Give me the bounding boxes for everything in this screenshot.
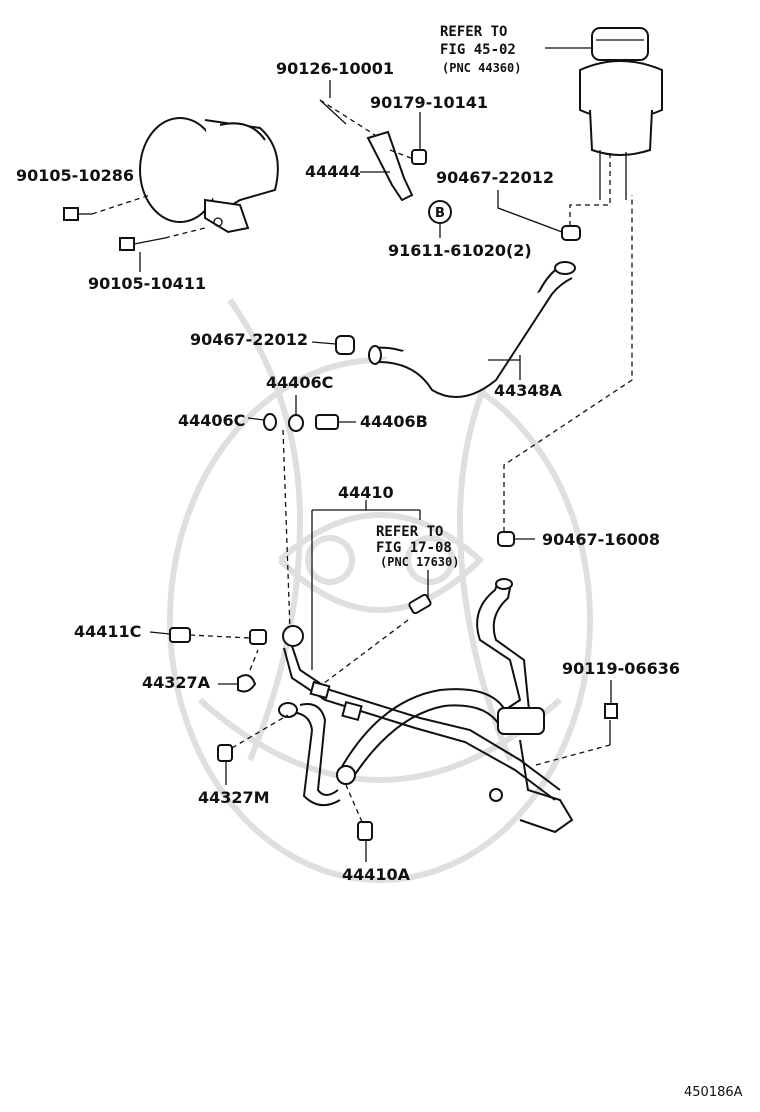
clamp-44327A-icon bbox=[218, 649, 259, 693]
ref-top-line1: REFER TO bbox=[440, 24, 507, 40]
label-44410: 44410 bbox=[338, 483, 394, 502]
label-44327A: 44327A bbox=[142, 673, 211, 692]
hose-44348A bbox=[368, 261, 576, 398]
pressure-switch-icon bbox=[314, 570, 432, 691]
bracket-44444 bbox=[319, 99, 417, 202]
label-90119-06636: 90119-06636 bbox=[562, 659, 680, 678]
figure-id: 450186A bbox=[684, 1085, 743, 1100]
nut-90179-icon bbox=[411, 112, 427, 165]
label-90105-10286: 90105-10286 bbox=[16, 166, 134, 185]
label-90179-10141: 90179-10141 bbox=[370, 93, 488, 112]
ref-mid-line1: REFER TO bbox=[376, 524, 443, 540]
callout-b-letter: B bbox=[435, 206, 445, 221]
clamp-90467-22012-mid-icon bbox=[311, 335, 355, 355]
ref-top-line2: FIG 45-02 bbox=[440, 42, 516, 58]
callout-b: B bbox=[428, 200, 452, 238]
union-bolt-44406B-icon bbox=[315, 414, 356, 430]
label-44411C: 44411C bbox=[74, 622, 141, 641]
leader-44410 bbox=[311, 500, 421, 670]
bolt-90119-06636-icon bbox=[604, 680, 618, 719]
washer-44406C-left-icon bbox=[247, 413, 277, 431]
power-steering-pump bbox=[139, 117, 279, 234]
label-44444: 44444 bbox=[305, 162, 361, 181]
return-hose bbox=[336, 578, 611, 834]
label-90105-10411: 90105-10411 bbox=[88, 274, 206, 293]
washer-44406C-top-icon bbox=[288, 395, 304, 432]
label-44348A: 44348A bbox=[494, 381, 563, 400]
label-44406C-left: 44406C bbox=[178, 411, 245, 430]
clamp-90467-22012-top-icon bbox=[497, 150, 611, 241]
fitting-44410A-icon bbox=[345, 784, 373, 862]
label-44327M: 44327M bbox=[198, 788, 270, 807]
bolt-90105-10286-icon bbox=[63, 194, 151, 221]
ref-mid-line2: FIG 17-08 bbox=[376, 540, 452, 556]
label-44410A: 44410A bbox=[342, 865, 411, 884]
label-90467-22012-top: 90467-22012 bbox=[436, 168, 554, 187]
reservoir-tank bbox=[545, 27, 663, 200]
leader-washers bbox=[282, 429, 291, 631]
clamp-44327M-icon bbox=[217, 714, 289, 785]
ref-top-line3: (PNC 44360) bbox=[442, 61, 521, 75]
label-90467-16008: 90467-16008 bbox=[542, 530, 660, 549]
label-44406C-top: 44406C bbox=[266, 373, 333, 392]
label-90126-10001: 90126-10001 bbox=[276, 59, 394, 78]
pressure-line-assembly bbox=[278, 625, 561, 807]
clamp-90467-16008-icon bbox=[497, 195, 633, 547]
union-44411C-icon bbox=[149, 627, 267, 645]
stud-90126-icon bbox=[319, 80, 347, 125]
ref-mid-line3: (PNC 17630) bbox=[380, 555, 459, 569]
label-91611-61020: 91611-61020(2) bbox=[388, 241, 532, 260]
label-90467-22012-mid: 90467-22012 bbox=[190, 330, 308, 349]
bolt-90105-10411-icon bbox=[119, 227, 206, 272]
label-44406B: 44406B bbox=[360, 412, 428, 431]
